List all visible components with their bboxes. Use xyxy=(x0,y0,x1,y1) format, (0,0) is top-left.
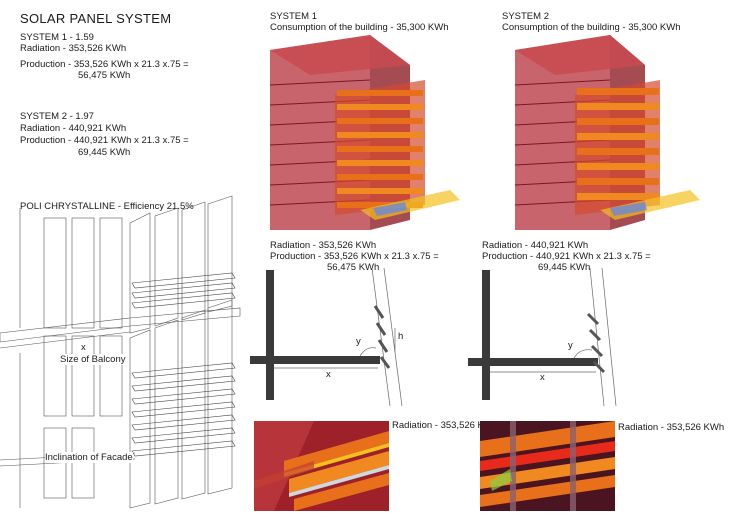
system1-production-result: 56,475 KWh xyxy=(78,70,131,81)
system2-section-radiation: Radiation - 440,921 KWh xyxy=(482,240,589,251)
elevation-x-label: x xyxy=(81,342,86,353)
system2-section-y-label: y xyxy=(568,340,573,351)
system2-title: SYSTEM 2 xyxy=(502,11,549,22)
system2-section-diagram xyxy=(468,267,617,407)
system1-section-y-label: y xyxy=(356,336,361,347)
page-title: SOLAR PANEL SYSTEM xyxy=(20,11,172,26)
system1-section-production: Production - 353,526 KWh x 21.3 x.75 = xyxy=(270,251,439,262)
facade-inclination-label: Inclination of Facade xyxy=(45,452,133,463)
system1-heading: SYSTEM 1 - 1.59 xyxy=(20,32,94,43)
system1-production: Production - 353,526 KWh x 21.3 x.75 = xyxy=(20,59,189,70)
system1-section-radiation: Radiation - 353,526 KWh xyxy=(270,240,377,251)
system2-section-production: Production - 440,921 KWh x 21.3 x.75 = xyxy=(482,251,651,262)
system1-detail-radiation: Radiation - 353,526 KWh xyxy=(392,420,499,431)
system2-detail-render xyxy=(480,421,615,511)
system1-detail-render xyxy=(254,421,389,511)
system2-building-render xyxy=(514,35,700,230)
system2-section-x-label: x xyxy=(540,372,545,383)
balcony-size-label: Size of Balcony xyxy=(60,354,126,365)
system2-production-result: 69,445 KWh xyxy=(78,147,131,158)
system2-heading: SYSTEM 2 - 1.97 xyxy=(20,111,94,122)
system2-consumption: Consumption of the building - 35,300 KWh xyxy=(502,22,681,33)
system1-radiation: Radiation - 353,526 KWh xyxy=(20,43,127,54)
system2-production: Production - 440,921 KWh x 21.3 x.75 = xyxy=(20,135,189,146)
system1-consumption: Consumption of the building - 35,300 KWh xyxy=(270,22,449,33)
system1-section-x-label: x xyxy=(326,369,331,380)
system2-radiation: Radiation - 440,921 KWh xyxy=(20,123,127,134)
system1-section-production-result: 56,475 KWh xyxy=(327,262,380,273)
system2-detail-radiation: Radiation - 353,526 KWh xyxy=(618,422,725,433)
system1-title: SYSTEM 1 xyxy=(270,11,317,22)
panel-type-label: POLI CHRYSTALLINE - Efficiency 21.5% xyxy=(20,201,194,212)
system1-building-render xyxy=(269,35,460,230)
system1-section-h-label: h xyxy=(398,331,404,342)
system2-section-production-result: 69,445 KWh xyxy=(538,262,591,273)
facade-elevation-drawing xyxy=(0,195,241,509)
system1-section-diagram xyxy=(250,267,403,407)
